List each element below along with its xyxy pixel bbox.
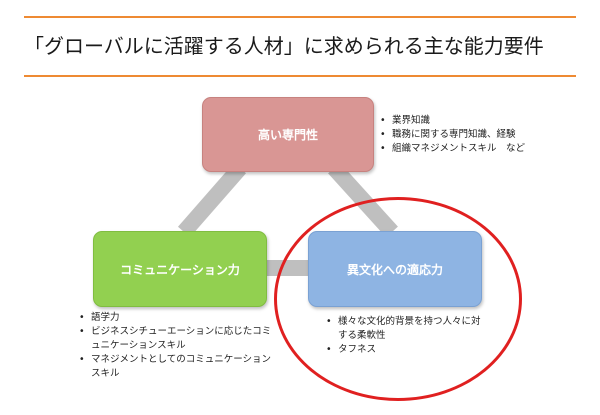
bullet-icon: •: [79, 312, 85, 323]
node-expertise-label: 高い専門性: [257, 128, 318, 142]
bullet-icon: •: [380, 115, 386, 126]
node-expertise: 高い専門性: [202, 97, 374, 172]
bullet-icon: •: [380, 143, 386, 154]
list-item: •職務に関する専門知識、経験: [380, 129, 516, 140]
communication-notes-list: •語学力 •ビジネスシチューエーションに応じたコミュニケーションスキル •マネジ…: [79, 311, 279, 381]
title-underline-rule: [24, 75, 576, 77]
node-communication: コミュニケーション力: [93, 231, 267, 307]
highlight-ring: [274, 197, 522, 401]
top-accent-rule: [24, 16, 576, 18]
node-communication-label: コミュニケーション力: [120, 262, 240, 277]
list-item: •語学力: [79, 312, 120, 323]
page-title: 「グローバルに活躍する人材」に求められる主な能力要件: [24, 34, 544, 58]
bullet-icon: •: [79, 326, 85, 337]
list-item: •業界知識: [380, 115, 431, 126]
list-item: •組織マネジメントスキル など: [380, 143, 526, 154]
connector-expertise-communication: [177, 162, 247, 238]
list-item: •マネジメントとしてのコミュニケーションスキル: [79, 354, 272, 379]
expertise-notes-list: •業界知識 •職務に関する専門知識、経験 •組織マネジメントスキル など: [380, 114, 580, 156]
bullet-icon: •: [380, 129, 386, 140]
bullet-icon: •: [79, 354, 85, 365]
list-item: •ビジネスシチューエーションに応じたコミュニケーションスキル: [79, 326, 272, 351]
